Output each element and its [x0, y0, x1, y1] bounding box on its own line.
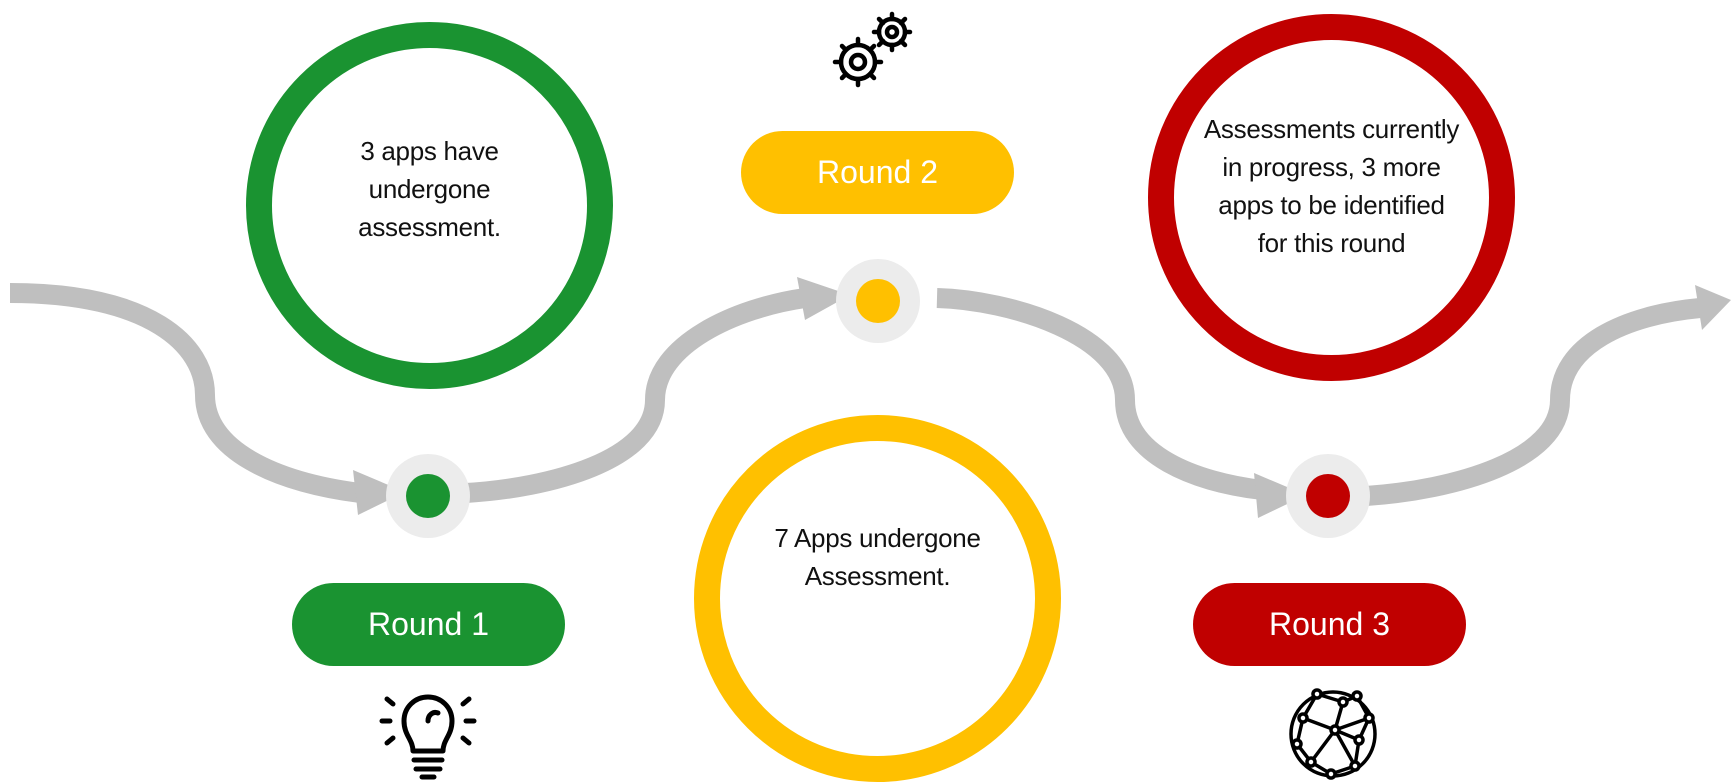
path-segment-end	[1365, 298, 1701, 506]
path-segment-start	[9, 283, 362, 503]
round-2-callout: 7 Apps undergone Assessment.	[694, 415, 1061, 782]
path-segment-2-3	[936, 288, 1264, 500]
round-1-description: 3 apps have undergone assessment.	[320, 132, 540, 246]
round-3-line-3: apps to be identified	[1218, 189, 1445, 220]
round-3-description: Assessments currently in progress, 3 mor…	[1182, 110, 1482, 262]
round-2-description: 7 Apps undergone Assessment.	[758, 519, 998, 595]
node-dot-1	[406, 474, 450, 518]
arrowhead-3	[1254, 473, 1306, 518]
round-1-label: Round 1	[292, 583, 565, 666]
node-dot-3	[1306, 474, 1350, 518]
lightbulb-icon	[379, 694, 477, 780]
arrowhead-1	[353, 470, 405, 515]
round-1-line-1: 3 apps have	[360, 135, 499, 166]
round-3-callout: Assessments currently in progress, 3 mor…	[1148, 14, 1515, 381]
round-2-line-2: Assessment.	[804, 560, 951, 591]
arrowhead-2	[797, 277, 850, 320]
round-3-line-4: for this round	[1257, 227, 1406, 258]
gears-icon	[832, 11, 913, 88]
round-1-line-3: assessment.	[358, 211, 501, 242]
arrowhead-4	[1695, 285, 1731, 330]
round-3-label: Round 3	[1193, 583, 1466, 666]
round-3-line-2: in progress, 3 more	[1222, 151, 1441, 182]
round-2-line-1: 7 Apps undergone	[774, 522, 981, 553]
globe-network-icon	[1289, 688, 1377, 780]
round-3-line-1: Assessments currently	[1203, 113, 1460, 144]
path-segment-1-2	[465, 288, 807, 503]
round-1-callout: 3 apps have undergone assessment.	[246, 22, 613, 389]
node-dot-2	[856, 279, 900, 323]
round-1-line-2: undergone	[368, 173, 491, 204]
round-2-label: Round 2	[741, 131, 1014, 214]
